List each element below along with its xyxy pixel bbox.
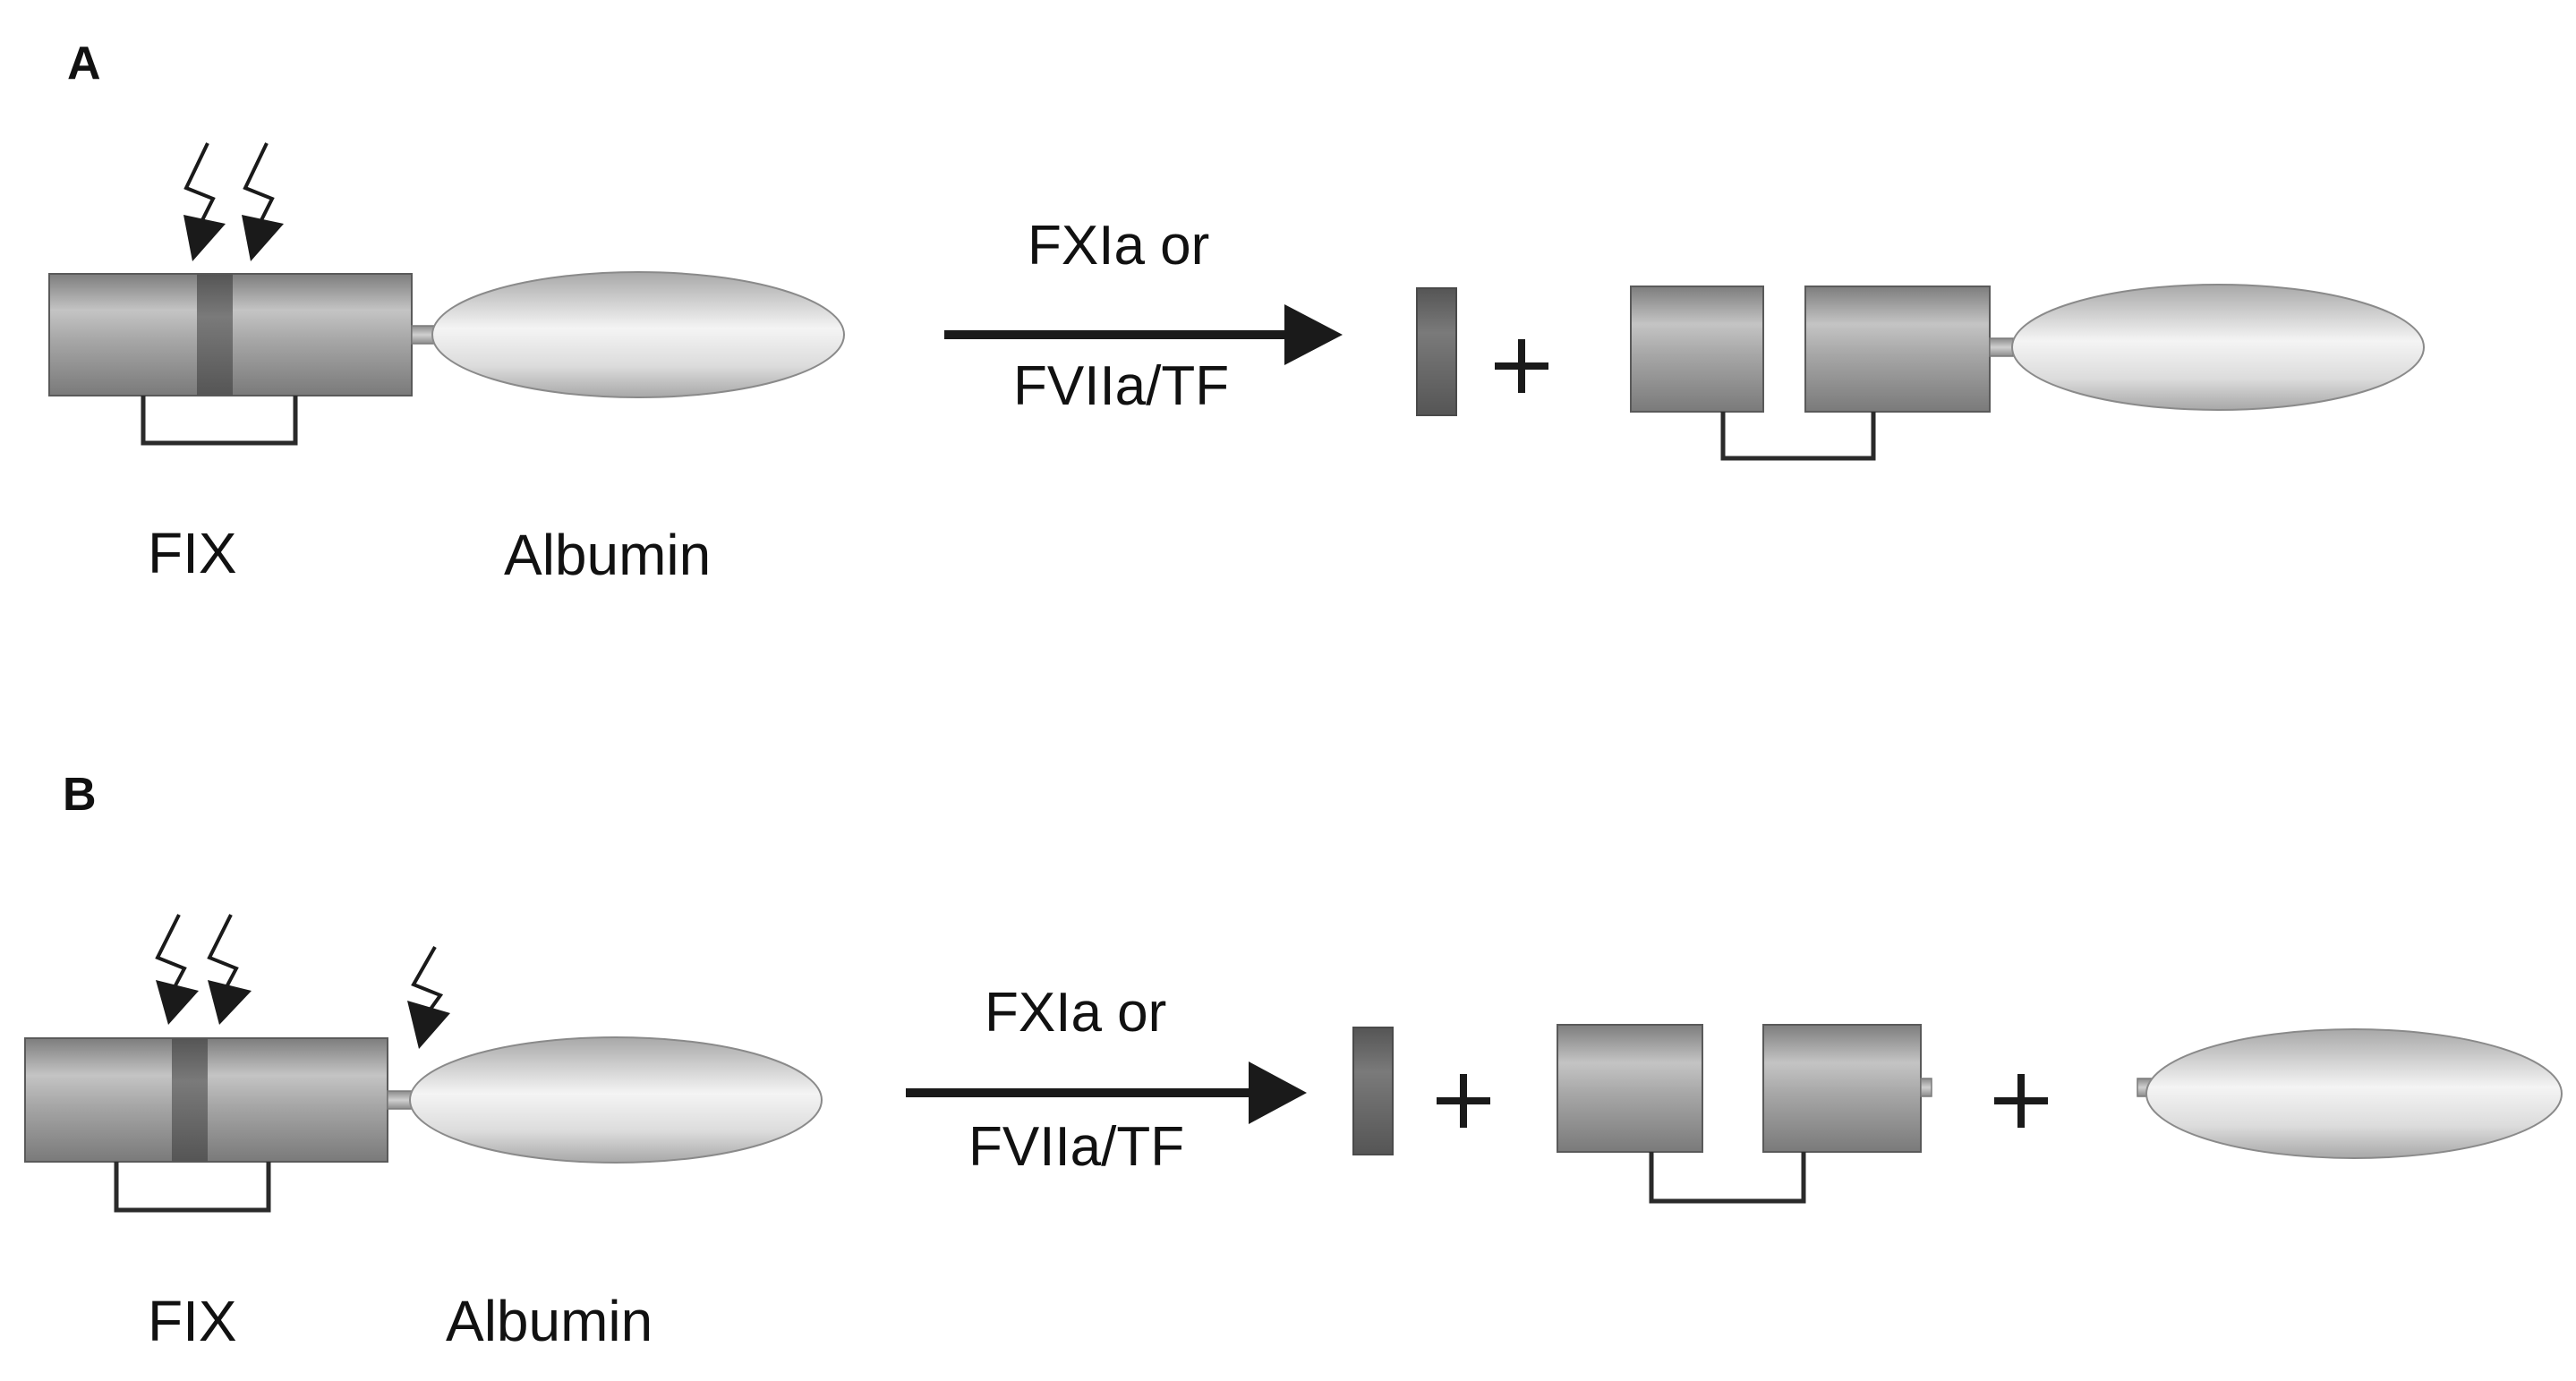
enzyme-label-line2: FVIIa/TF bbox=[1013, 355, 1229, 417]
plus-icon bbox=[1495, 339, 1548, 393]
heavy-chain-block bbox=[1762, 1024, 1922, 1153]
right-arrow-icon bbox=[906, 1061, 1307, 1124]
heavy-chain-block bbox=[1804, 286, 1991, 413]
light-chain-block bbox=[1630, 286, 1764, 413]
lightning-bolt-icon bbox=[242, 142, 284, 261]
fix-molecule bbox=[48, 273, 438, 446]
activation-peptide-fragment bbox=[1352, 1027, 1394, 1155]
lightning-bolt-icon bbox=[207, 914, 252, 1025]
disulfide-bridge bbox=[1649, 1152, 1806, 1204]
fix-molecule bbox=[24, 1037, 414, 1213]
activation-peptide-band bbox=[172, 1038, 208, 1162]
albumin-ellipse bbox=[2011, 284, 2425, 411]
panel-label: A bbox=[67, 38, 101, 90]
disulfide-bridge bbox=[141, 396, 298, 446]
albumin-ellipse bbox=[409, 1036, 823, 1164]
panel-a: A FIX Albumin FXIa or FVIIa/TF bbox=[48, 38, 2425, 587]
panel-b: B FIX Albumin FXIa or bbox=[24, 769, 2563, 1353]
lightning-bolt-icon bbox=[183, 142, 226, 261]
activation-peptide-fragment bbox=[1416, 287, 1457, 416]
plus-icon bbox=[1437, 1074, 1490, 1128]
enzyme-label-line2: FVIIa/TF bbox=[968, 1116, 1184, 1178]
fixa-albumin-product bbox=[1630, 284, 2425, 461]
fix-label: FIX bbox=[148, 1289, 237, 1353]
light-chain-block bbox=[1557, 1024, 1703, 1153]
albumin-label: Albumin bbox=[446, 1289, 653, 1353]
linker bbox=[1989, 337, 2014, 357]
albumin-ellipse bbox=[431, 271, 845, 398]
lightning-bolt-icon bbox=[407, 946, 450, 1049]
activation-peptide-band bbox=[197, 274, 233, 396]
plus-icon bbox=[1994, 1074, 2048, 1128]
right-arrow-icon bbox=[944, 304, 1343, 365]
fixa-product bbox=[1557, 1024, 1932, 1204]
albumin-ellipse bbox=[2145, 1028, 2563, 1159]
linker-stub bbox=[1920, 1078, 1932, 1097]
enzyme-label-line1: FXIa or bbox=[985, 982, 1166, 1044]
enzyme-label-line1: FXIa or bbox=[1028, 215, 1209, 277]
albumin-label: Albumin bbox=[504, 523, 711, 587]
lightning-bolt-icon bbox=[155, 914, 199, 1025]
disulfide-bridge bbox=[1720, 412, 1876, 461]
linker bbox=[387, 1090, 414, 1110]
panel-label: B bbox=[63, 769, 97, 821]
released-albumin bbox=[2137, 1028, 2563, 1159]
disulfide-bridge bbox=[114, 1162, 271, 1213]
fix-label: FIX bbox=[148, 521, 237, 585]
